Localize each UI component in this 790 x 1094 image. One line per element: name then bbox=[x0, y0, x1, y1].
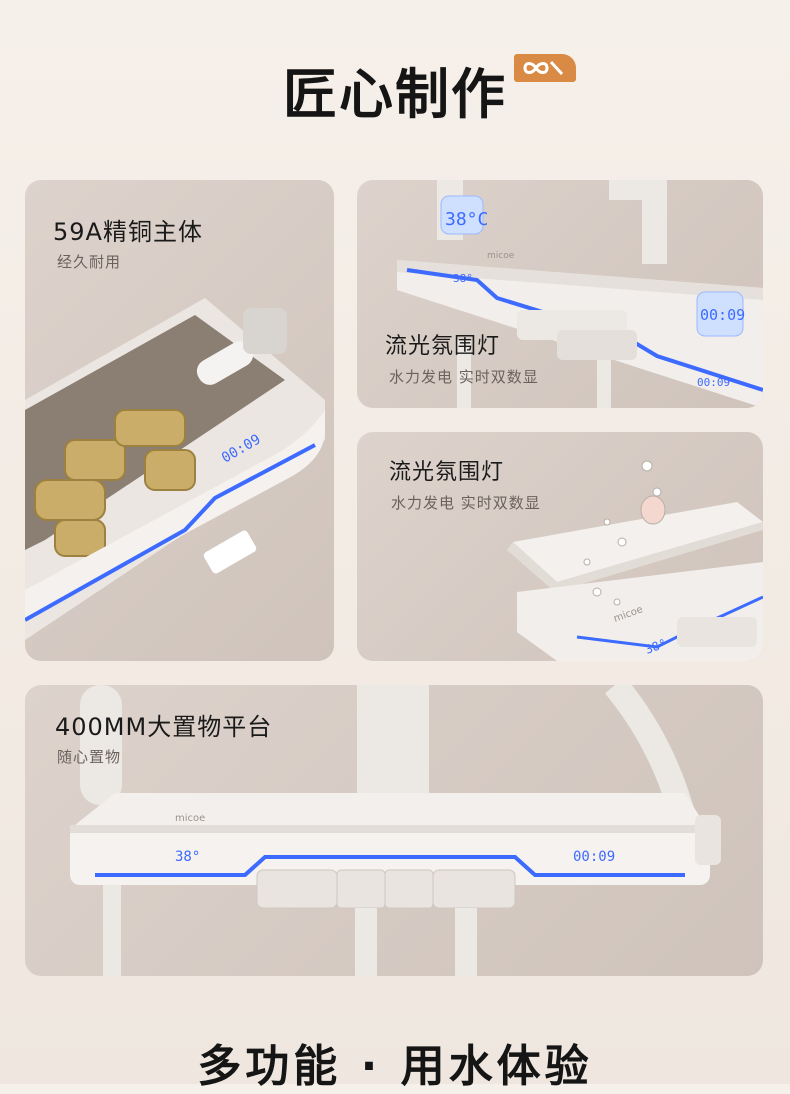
section-footer-title: 多功能 · 用水体验 bbox=[197, 1041, 593, 1092]
card-title: 流光氛围灯 bbox=[389, 460, 505, 485]
card-title: 400MM大置物平台 bbox=[55, 713, 273, 741]
card-title: 59A精铜主体 bbox=[53, 218, 203, 246]
card-subtitle: 水力发电 实时双数显 bbox=[391, 494, 541, 512]
time-display-small: 00:09 bbox=[697, 376, 730, 389]
temperature-display-large: 38°C bbox=[445, 209, 488, 230]
card-title: 流光氛围灯 bbox=[385, 334, 501, 359]
card-copper-body: 59A精铜主体 经久耐用 00:09 bbox=[25, 180, 334, 661]
time-display-large: 00:09 bbox=[700, 306, 745, 324]
brand-logo-text: micoe bbox=[175, 813, 205, 824]
card-subtitle: 随心置物 bbox=[57, 748, 122, 766]
infinity-icon bbox=[523, 60, 564, 76]
card-subtitle: 水力发电 实时双数显 bbox=[389, 368, 539, 386]
shower-panel-illustration: 38°C 00:09 38° 00:09 micoe bbox=[397, 180, 763, 408]
copper-valve-illustration: 00:09 bbox=[25, 298, 325, 640]
card-ambient-light-droplets: 流光氛围灯 水力发电 实时双数显 micoe 38° bbox=[357, 432, 763, 661]
temperature-display: 38° bbox=[175, 849, 200, 865]
shower-console-illustration: micoe 38° 00:09 bbox=[70, 685, 721, 976]
card-ambient-light-display: 38°C 00:09 38° 00:09 micoe 流光氛围灯 水力发电 实时… bbox=[357, 180, 763, 408]
page-title: 匠心制作 bbox=[283, 63, 507, 126]
brand-logo-badge bbox=[514, 54, 576, 82]
glass-shelf-illustration: micoe 38° bbox=[507, 460, 763, 661]
time-display: 00:09 bbox=[573, 849, 615, 865]
brand-logo-text: micoe bbox=[487, 251, 515, 261]
card-subtitle: 经久耐用 bbox=[57, 253, 122, 271]
card-shelf-platform: micoe 38° 00:09 400MM大置物平台 随心置物 bbox=[25, 685, 763, 976]
temperature-display-small: 38° bbox=[643, 636, 668, 657]
temperature-display-small: 38° bbox=[453, 272, 473, 285]
